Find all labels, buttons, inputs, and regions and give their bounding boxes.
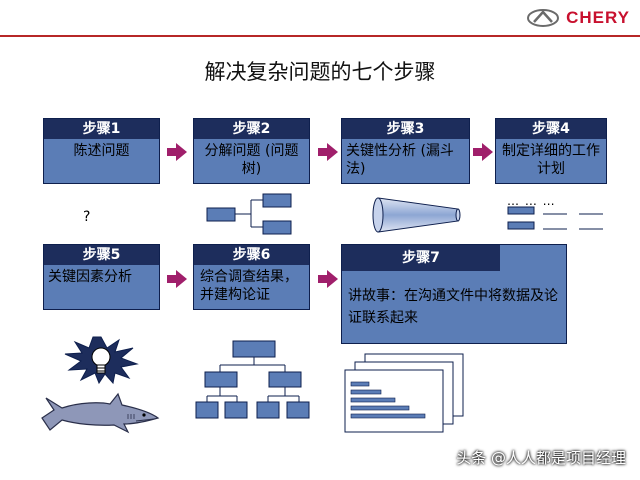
brand-wordmark: CHERY — [566, 8, 630, 27]
step-3-text: 关键性分析 (漏斗法) — [346, 143, 454, 177]
step-6-label: 步骤6 — [194, 245, 309, 265]
step-4-text: 制定详细的工作计划 — [502, 143, 600, 177]
hierarchy-icon — [195, 340, 310, 419]
page-title: 解决复杂问题的七个步骤 — [204, 60, 436, 84]
step-1-label: 步骤1 — [44, 119, 159, 139]
step-3-label: 步骤3 — [342, 119, 469, 139]
step-5-box: 步骤5 关键因素分析 — [43, 244, 160, 310]
step-1-box: 步骤1 陈述问题 — [43, 118, 160, 184]
plan-table-icon — [507, 206, 603, 230]
tree-icon — [206, 193, 292, 235]
step-2-label: 步骤2 — [194, 119, 309, 139]
step-6-text: 综合调查结果，并建构论证 — [200, 269, 298, 303]
step-7-label: 步骤7 — [342, 245, 500, 271]
shark-icon — [41, 392, 160, 434]
step-2-box: 步骤2 分解问题 (问题树) — [193, 118, 310, 184]
plan-dots: … … … — [507, 194, 556, 208]
step-5-label: 步骤5 — [44, 245, 159, 265]
question-mark: ? — [83, 209, 91, 225]
step-5-text: 关键因素分析 — [48, 269, 132, 285]
chery-logo-icon — [527, 9, 560, 27]
step-3-box: 步骤3 关键性分析 (漏斗法) — [341, 118, 470, 184]
step-1-text: 陈述问题 — [73, 143, 130, 159]
watermark: 头条 @人人都是项目经理 — [456, 449, 626, 467]
top-rule — [0, 35, 640, 37]
lightbulb-icon — [64, 336, 139, 385]
step-4-label: 步骤4 — [496, 119, 606, 139]
chery-logo: CHERY — [526, 6, 630, 30]
step-7-text: 讲故事：在沟通文件中将数据及论证联系起来 — [348, 288, 558, 326]
step-7-box: 步骤7 讲故事：在沟通文件中将数据及论证联系起来 — [341, 244, 567, 344]
step-2-text: 分解问题 (问题树) — [204, 143, 299, 177]
step-4-box: 步骤4 制定详细的工作计划 — [495, 118, 607, 184]
report-icon — [344, 353, 464, 433]
funnel-icon — [372, 197, 461, 233]
step-6-box: 步骤6 综合调查结果，并建构论证 — [193, 244, 310, 310]
